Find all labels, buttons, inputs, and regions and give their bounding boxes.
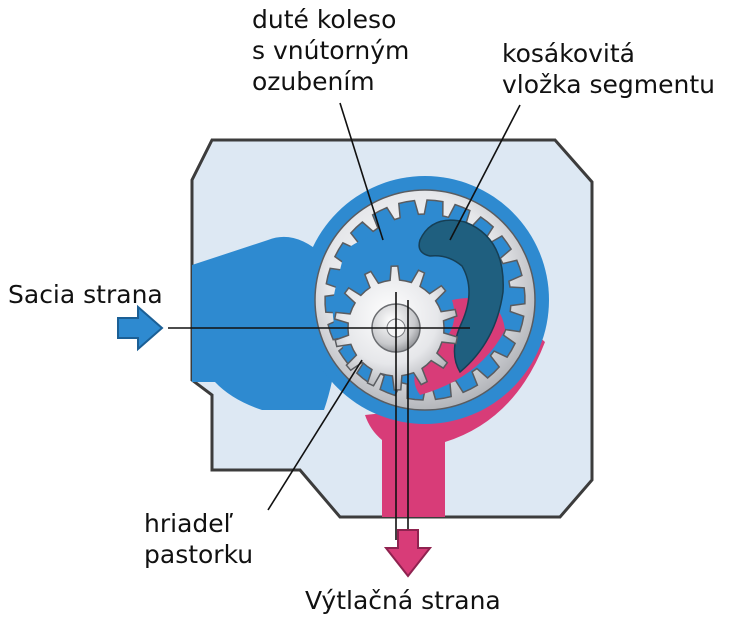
leader-internal-gear — [339, 102, 384, 241]
crescent-segment — [418, 219, 504, 374]
suction-oil-pocket — [332, 231, 433, 360]
label-internal-gear-line-3: ozubením — [252, 67, 375, 96]
internal-ring-gear — [314, 189, 536, 411]
label-suction-side: Sacia strana — [8, 280, 163, 309]
leader-pinion-shaft — [267, 359, 363, 511]
label-pinion-shaft-line-2: pastorku — [144, 540, 254, 569]
leader-crescent — [449, 104, 521, 241]
label-crescent-line-2: vložka segmentu — [502, 70, 715, 99]
label-internal-gear-line-2: s vnútorným — [252, 36, 410, 65]
suction-channel — [192, 236, 338, 410]
label-discharge-side: Výtlačná strana — [305, 586, 501, 615]
label-internal-gear-line-1: duté koleso — [252, 5, 397, 34]
leader-lines — [267, 102, 521, 511]
label-pinion-shaft-line-1: hriadeľ — [144, 509, 234, 538]
discharge-arrow-icon — [383, 529, 433, 578]
suction-arrow-icon — [117, 304, 164, 352]
label-crescent-line-1: kosákovitá — [502, 39, 635, 68]
center-lines — [168, 292, 470, 540]
